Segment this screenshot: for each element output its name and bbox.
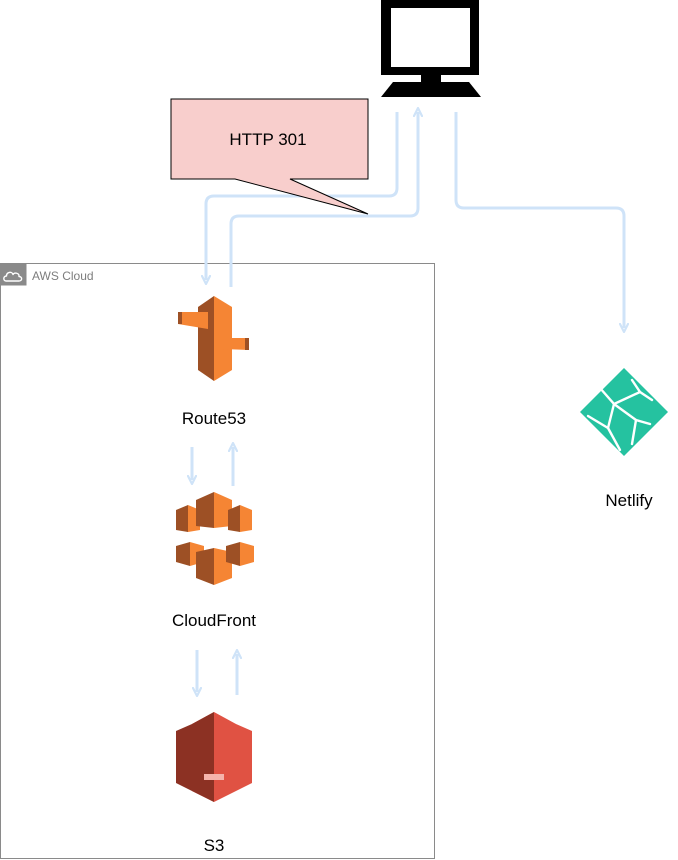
- aws-cloud-label: AWS Cloud: [32, 269, 94, 283]
- connector-client-to-netlify: [454, 112, 624, 328]
- callout-shape: [170, 98, 369, 215]
- aws-cloud-group: AWS Cloud: [0, 263, 435, 859]
- cloud-icon: [0, 263, 27, 286]
- aws-cloudfront-icon: [176, 492, 254, 585]
- cloudfront-label: CloudFront: [172, 611, 256, 630]
- route53-label: Route53: [182, 409, 246, 428]
- connector-route53-to-client: [229, 112, 418, 287]
- aws-cloud-border: [0, 263, 435, 859]
- computer-monitor-icon: [381, 0, 481, 97]
- s3-label: S3: [204, 836, 225, 855]
- connectors: [192, 112, 624, 695]
- callout-text: HTTP 301: [229, 130, 306, 149]
- aws-route53-icon: [178, 296, 249, 381]
- aws-s3-icon: [176, 712, 252, 802]
- http-301-callout: HTTP 301: [170, 98, 369, 215]
- netlify-label: Netlify: [605, 491, 653, 510]
- netlify-icon: [580, 368, 668, 456]
